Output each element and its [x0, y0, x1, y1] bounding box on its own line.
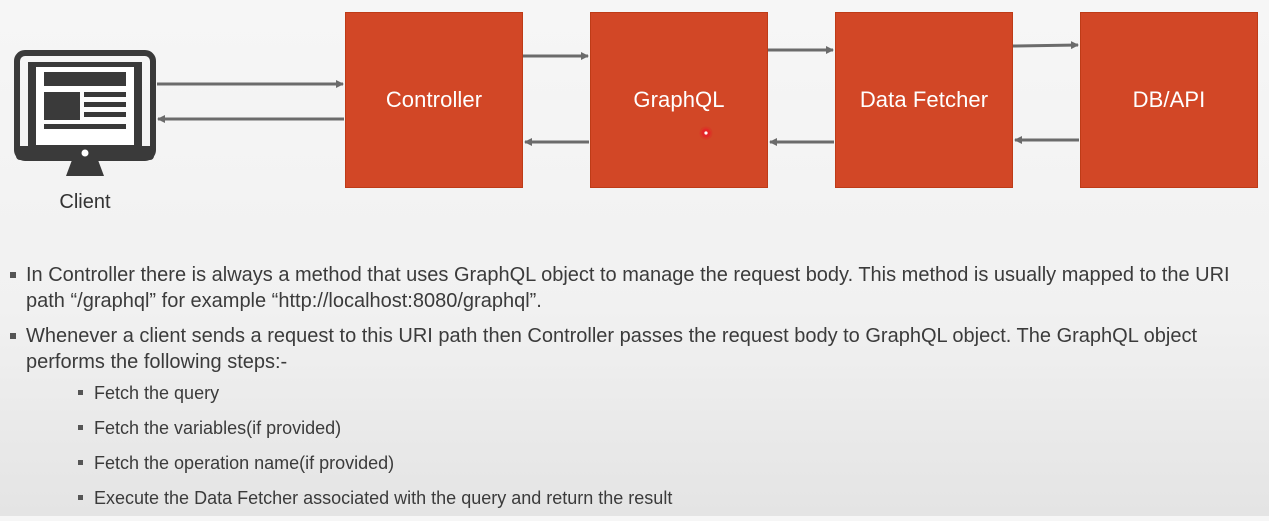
arrow-data-fetcher-to-db-api: [1012, 41, 1079, 50]
db-api-box: DB/API: [1080, 12, 1258, 188]
sub-bullet-text: Fetch the operation name(if provided): [94, 453, 395, 473]
controller-box: Controller: [345, 12, 523, 188]
sub-bullet-marker: [78, 425, 83, 430]
sub-bullet-marker: [78, 460, 83, 465]
graphql-label: GraphQL: [633, 87, 725, 112]
bullet-item: In Controller there is always a method t…: [10, 262, 1260, 314]
sub-bullet-item: Fetch the variables(if provided): [78, 416, 1260, 440]
sub-bullet-text: Fetch the variables(if provided): [94, 418, 342, 438]
sub-bullet-item: Fetch the query: [78, 381, 1260, 405]
cursor-indicator: [699, 126, 713, 140]
bullet-item: Whenever a client sends a request to thi…: [10, 323, 1260, 510]
graphql-box: GraphQL: [590, 12, 768, 188]
sub-bullet-text: Fetch the query: [94, 383, 220, 403]
bullet-text: In Controller there is always a method t…: [26, 264, 1230, 312]
sub-bullet-marker: [78, 390, 83, 395]
controller-label: Controller: [385, 87, 483, 112]
bullet-marker: [10, 333, 16, 339]
sub-bullet-item: Fetch the operation name(if provided): [78, 451, 1260, 475]
client-node: Client: [14, 50, 156, 220]
sub-bullet-item: Execute the Data Fetcher associated with…: [78, 486, 1260, 510]
sub-bullet-marker: [78, 495, 83, 500]
client-label: Client: [59, 191, 111, 213]
bullet-text: Whenever a client sends a request to thi…: [26, 325, 1198, 373]
data-fetcher-box: Data Fetcher: [835, 12, 1013, 188]
bullet-marker: [10, 272, 16, 278]
bullet-list: In Controller there is always a method t…: [10, 262, 1260, 521]
db-api-label: DB/API: [1132, 87, 1206, 112]
monitor-icon: [14, 50, 156, 176]
sub-bullet-text: Execute the Data Fetcher associated with…: [94, 488, 673, 508]
sub-bullet-list: Fetch the query Fetch the variables(if p…: [26, 381, 1260, 510]
data-fetcher-label: Data Fetcher: [859, 87, 989, 112]
